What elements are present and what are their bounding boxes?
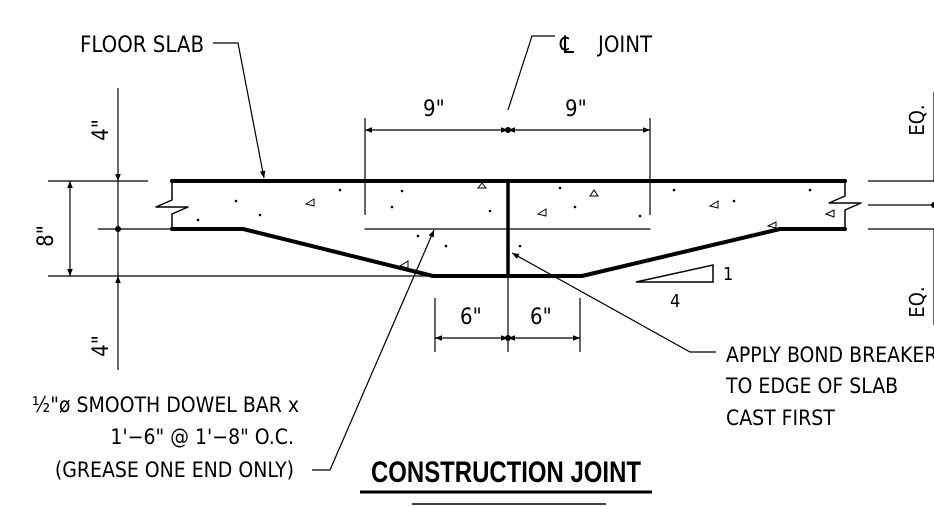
eq-bottom-label: EQ.: [905, 286, 929, 317]
joint-label: JOINT: [596, 33, 653, 58]
dim-right-6-label: 6": [530, 305, 552, 330]
dim-slab-8-label: 8": [34, 225, 59, 247]
floor-slab-label: FLOOR SLAB: [80, 33, 204, 58]
dim-left-6-label: 6": [460, 305, 482, 330]
slope-triangle: [635, 264, 714, 283]
dim-top-4-label: 4": [89, 119, 114, 141]
dim-bottom-4-label: 4": [89, 335, 114, 357]
dowel-note-line2: 1'−6" @ 1'−8" O.C.: [110, 425, 294, 449]
leaders: [213, 35, 716, 471]
centerline-symbol: ℄: [559, 31, 574, 59]
slab: [155, 179, 862, 278]
slope-run-label: 4: [670, 291, 680, 312]
text-labels: FLOOR SLAB ℄ JOINT 9" 9" 6" 6" 4" 8" 4" …: [32, 31, 934, 489]
dowel-note-line3: (GREASE ONE END ONLY): [55, 458, 294, 482]
dowel-leader: [312, 229, 435, 471]
bond-breaker-leader: [511, 252, 716, 353]
dimension-nodes: [115, 127, 934, 341]
dim-right-9-label: 9": [565, 97, 587, 122]
detail-title: CONSTRUCTION JOINT: [371, 456, 641, 489]
floor-slab-leader: [213, 42, 266, 179]
slope-rise-label: 1: [723, 264, 733, 285]
dowel-note-line1: ½"ø SMOOTH DOWEL BAR x: [32, 393, 299, 417]
concrete-hatch: [196, 182, 835, 269]
bond-note-line2: TO EDGE OF SLAB: [725, 374, 898, 398]
eq-top-label: EQ.: [905, 104, 929, 135]
bond-note-line1: APPLY BOND BREAKER: [726, 343, 934, 367]
bond-note-line3: CAST FIRST: [726, 406, 835, 430]
break-right: [828, 180, 862, 230]
dim-left-9-label: 9": [423, 97, 445, 122]
joint-leader: [507, 35, 555, 111]
break-left: [155, 180, 189, 230]
